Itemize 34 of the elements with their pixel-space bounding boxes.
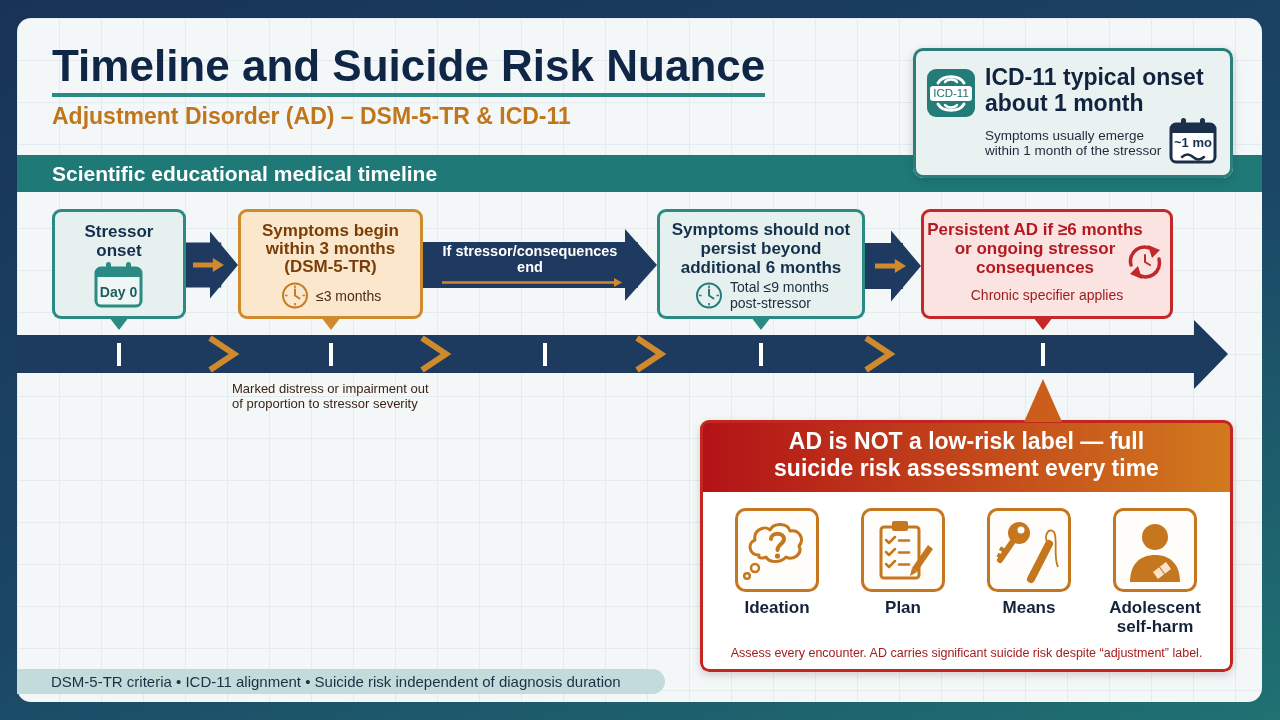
block-arrow <box>186 231 238 299</box>
band-title: Scientific educational medical timeline <box>52 161 438 187</box>
card-text: Symptoms usually emerge within 1 month of the stressor <box>985 128 1163 158</box>
calendar-label: Day 0 <box>99 283 138 301</box>
footer-pill <box>17 669 665 694</box>
edge-label: If stressor/consequences end <box>441 243 619 275</box>
title: Timeline and Suicide Risk Nuance <box>52 40 766 92</box>
callout-heading: Stressor onset <box>83 222 155 260</box>
duration-text: ≤3 months <box>316 288 382 305</box>
duration-text: Total ≤9 months post-stressor <box>730 280 830 311</box>
risk-factor-caption: Adolescent self-harm <box>1108 598 1202 636</box>
callout-heading: Symptoms begin within 3 months (DSM-5-TR) <box>261 222 400 276</box>
risk-factor-caption: Means <box>1002 598 1056 617</box>
callout-box <box>238 209 423 319</box>
block-arrow <box>865 230 921 302</box>
footer-note: DSM-5-TR criteria • ICD-11 alignment • Suicide risk independent of diagnosis duration <box>51 672 621 692</box>
specifier-text: Chronic specifier applies <box>970 287 1124 304</box>
badge-label: ICD-11 <box>933 86 969 100</box>
card-heading: ICD-11 typical onset about 1 month <box>985 64 1205 116</box>
callout-box <box>52 209 186 319</box>
callout-box <box>921 209 1173 319</box>
block-arrow <box>423 229 657 301</box>
info-card <box>913 48 1233 178</box>
warning-note: Assess every encounter. AD carries significant suicide risk despite “adjustment” label. <box>730 645 1203 661</box>
risk-factor-caption: Ideation <box>744 598 810 617</box>
risk-factor-caption: Plan <box>885 598 921 617</box>
warning-panel <box>700 420 1233 672</box>
callout-heading: Persistent AD if ≥6 months or ongoing stressor consequences <box>926 220 1144 277</box>
callout-box <box>657 209 865 319</box>
callout-heading: Symptoms should not persist beyond additional 6 months <box>670 220 852 277</box>
subtitle: Adjustment Disorder (AD) – DSM-5-TR & ICD-11 <box>52 103 571 130</box>
warning-heading: AD is NOT a low-risk label — full suicide risk assessment every time <box>773 428 1160 482</box>
calendar-label: ~1 mo <box>1174 135 1212 151</box>
note-text: Marked distress or impairment out of proportion to stressor severity <box>232 381 430 411</box>
